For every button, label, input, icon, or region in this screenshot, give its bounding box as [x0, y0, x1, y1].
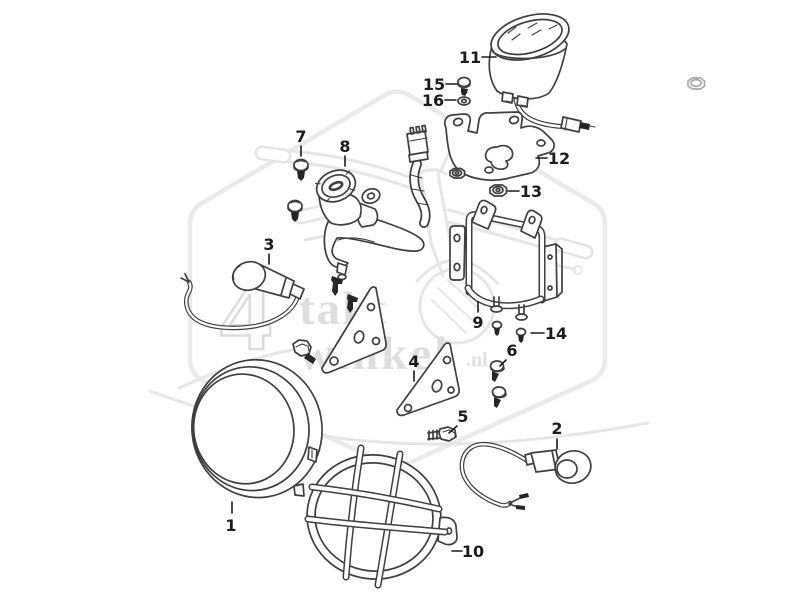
- part-label-12: 12: [548, 149, 570, 168]
- part-bolt-6a: [489, 360, 505, 382]
- part-label-11: 11: [459, 48, 481, 67]
- part-indicator-3: [180, 260, 305, 331]
- part-grille-10: [293, 444, 458, 589]
- harness-connector: [406, 130, 429, 156]
- part-nut-small: [449, 167, 466, 179]
- part-label-7: 7: [295, 127, 306, 146]
- part-triangle-plate-left: [321, 286, 387, 374]
- part-bolt-7b: [287, 199, 303, 222]
- indicator-lens: [554, 449, 592, 485]
- part-label-1: 1: [225, 516, 236, 535]
- indicator-lens: [231, 260, 267, 292]
- part-screws-14: [491, 320, 527, 343]
- part-indicator-2: [459, 441, 592, 510]
- part-bolt-5: [427, 426, 457, 442]
- part-label-3: 3: [263, 235, 274, 254]
- part-label-8: 8: [339, 137, 350, 156]
- part-nut-13: [489, 184, 508, 197]
- watermark-domain-suffix: .nl: [466, 349, 488, 371]
- part-bracket-plate-12: [443, 111, 555, 182]
- callouts: 1 2 3 4 5 6 7 8 9 10 11 12 13 14 15 16: [225, 48, 570, 561]
- part-label-2: 2: [551, 419, 562, 438]
- part-hex-bolt-left: [292, 339, 316, 364]
- part-bolt-7: [293, 158, 309, 181]
- part-frame-bracket-9: [449, 199, 563, 321]
- part-bolt-6b: [491, 386, 507, 408]
- part-nut-faint: [687, 77, 706, 90]
- part-label-6: 6: [506, 341, 517, 360]
- part-screw-15: [457, 76, 471, 96]
- part-label-5: 5: [457, 407, 468, 426]
- part-label-9: 9: [472, 313, 483, 332]
- part-label-14: 14: [545, 324, 567, 343]
- part-label-4: 4: [408, 352, 419, 371]
- part-washer-16: [457, 96, 471, 106]
- part-speedometer: [488, 13, 596, 133]
- part-headlight-1: [190, 358, 323, 499]
- part-label-16: 16: [422, 91, 444, 110]
- part-screws-left: [331, 276, 358, 313]
- part-triangle-plate-4: [396, 342, 460, 417]
- part-label-13: 13: [520, 182, 542, 201]
- part-label-15: 15: [423, 75, 445, 94]
- part-ignition-switch-8: [315, 124, 431, 281]
- part-label-10: 10: [462, 542, 484, 561]
- grille-ring: [306, 454, 442, 580]
